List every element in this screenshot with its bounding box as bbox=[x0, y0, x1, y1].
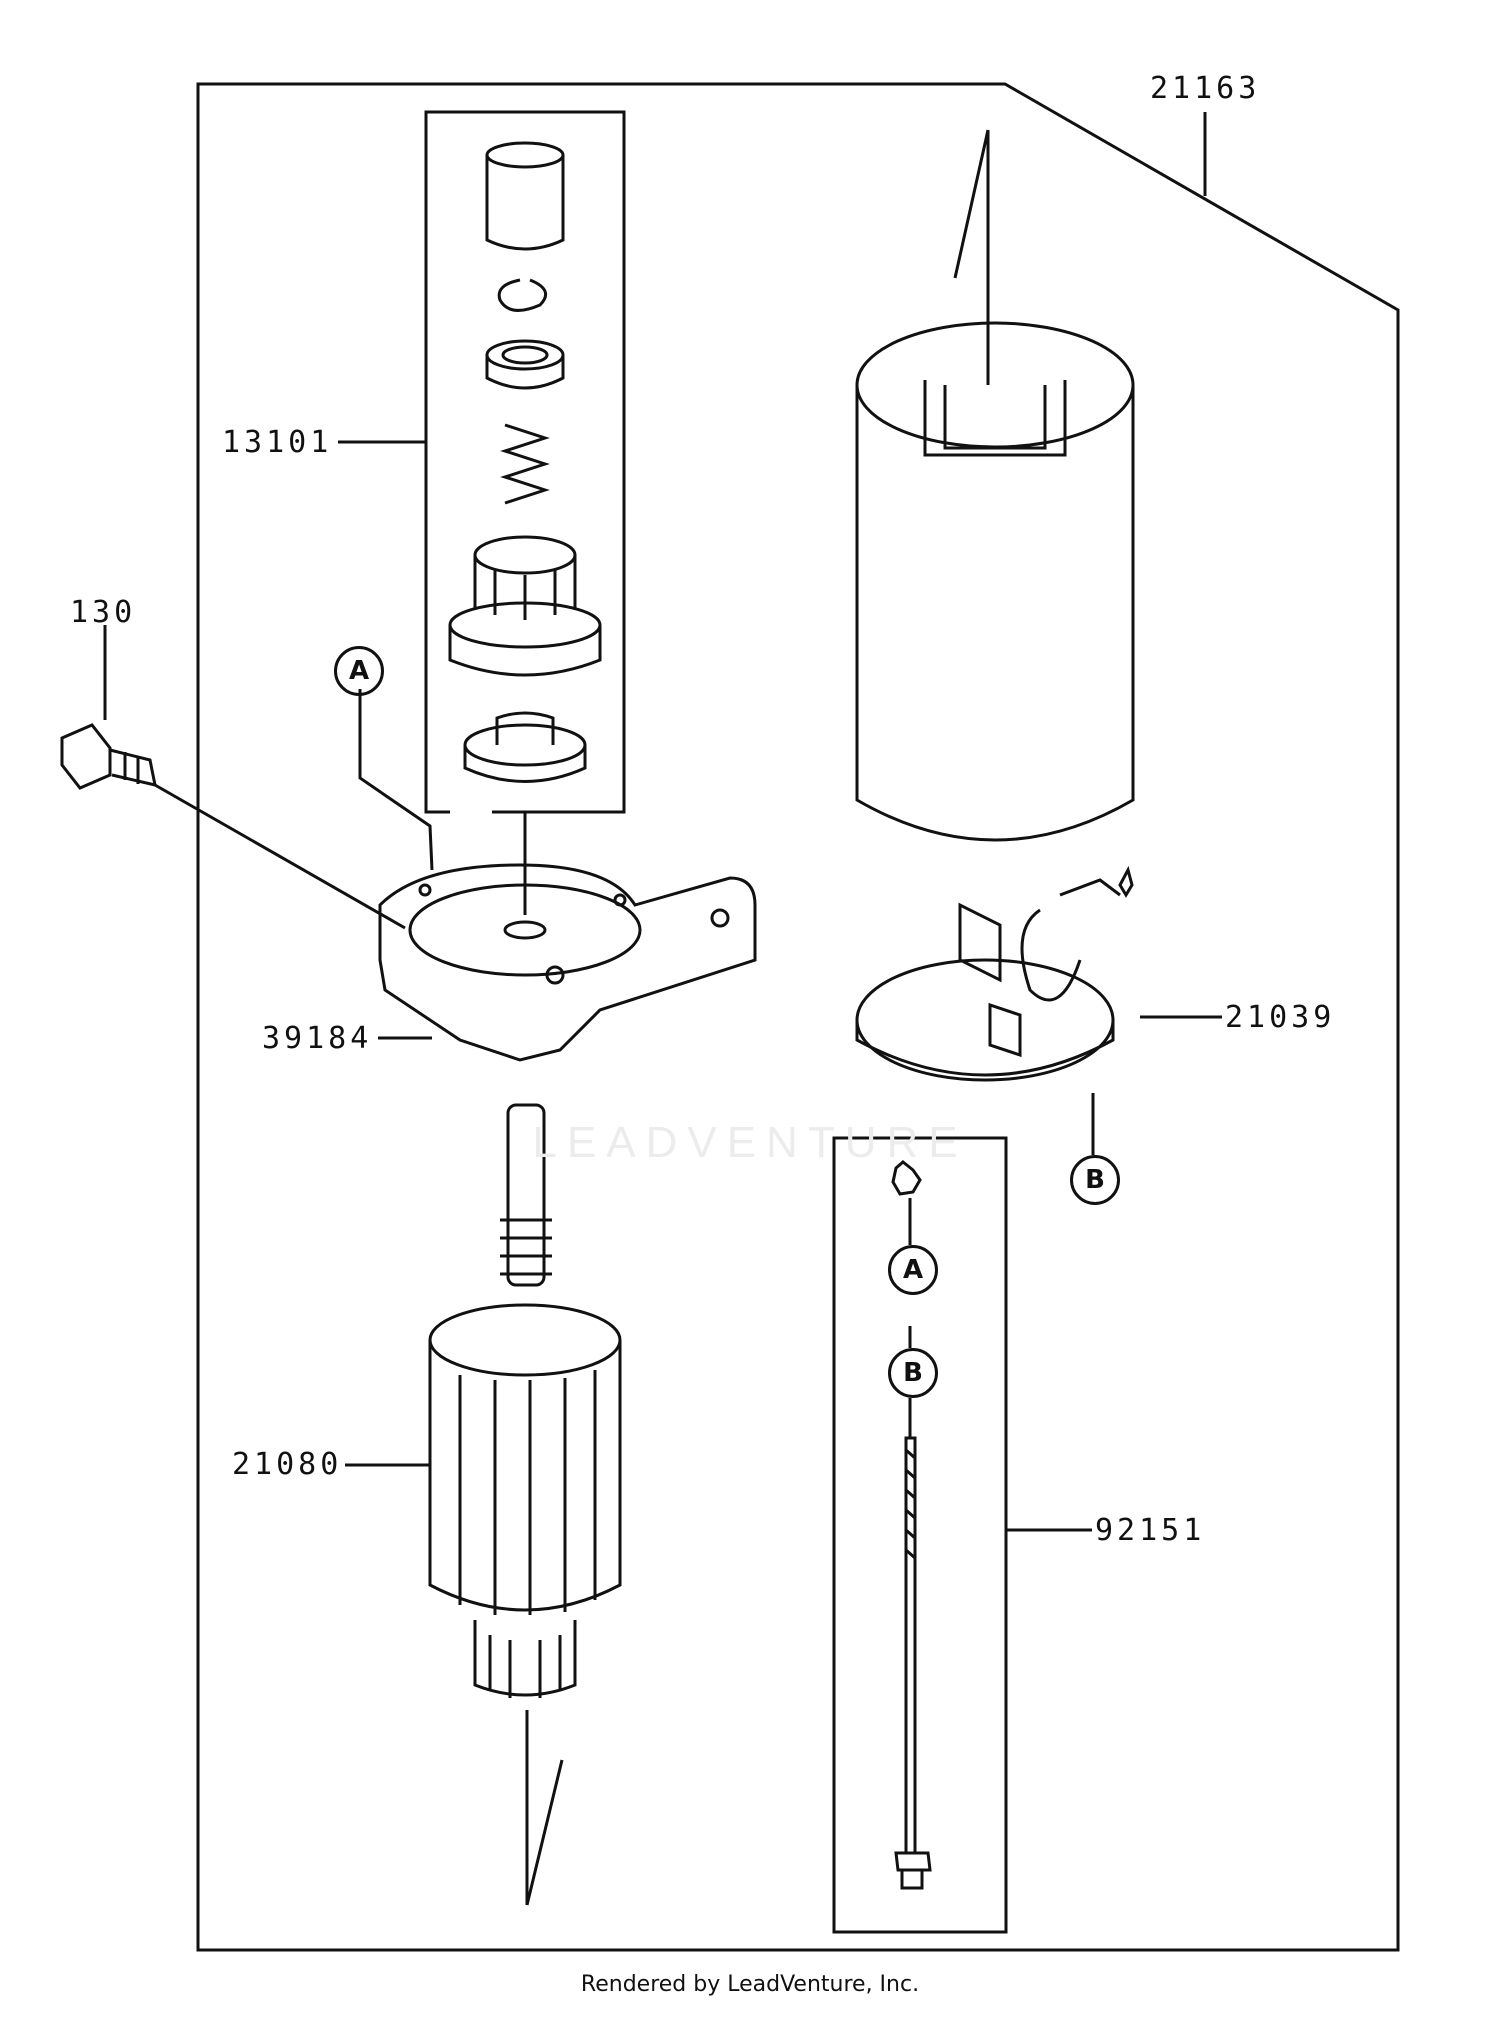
part-number-92151[interactable]: 92151 bbox=[1095, 1513, 1206, 1548]
drive-end-bracket bbox=[378, 863, 757, 1062]
callout-a-top[interactable]: A bbox=[334, 646, 384, 696]
callout-a-bolt[interactable]: A bbox=[888, 1245, 938, 1295]
callout-a-bolt-label: A bbox=[902, 1255, 924, 1285]
part-number-21163[interactable]: 21163 bbox=[1150, 71, 1261, 106]
stop-collar bbox=[485, 339, 565, 390]
callout-a-top-label: A bbox=[348, 656, 370, 686]
part-number-21080[interactable]: 21080 bbox=[232, 1447, 343, 1482]
armature bbox=[428, 1103, 622, 1906]
part-number-13101[interactable]: 13101 bbox=[222, 425, 333, 460]
callout-b-top-label: B bbox=[1085, 1165, 1105, 1195]
bearing-plate bbox=[463, 711, 587, 783]
pinion-spring bbox=[500, 423, 550, 505]
footer-credit: Rendered by LeadVenture, Inc. bbox=[580, 1972, 920, 1997]
watermark: LEADVENTURE bbox=[532, 1118, 968, 1167]
part-number-39184[interactable]: 39184 bbox=[262, 1021, 373, 1056]
through-bolt bbox=[891, 1160, 932, 1890]
frame-outline bbox=[196, 82, 1400, 1952]
bracket-13101 bbox=[424, 110, 626, 814]
pinion-gear bbox=[448, 535, 602, 677]
snap-ring bbox=[497, 278, 548, 312]
pinion-cap bbox=[485, 141, 565, 251]
bracket-92151 bbox=[832, 1136, 1008, 1934]
part-number-130[interactable]: 130 bbox=[70, 595, 137, 630]
callout-b-bolt-label: B bbox=[903, 1358, 923, 1388]
yoke-housing bbox=[855, 129, 1135, 842]
brush-holder bbox=[855, 865, 1134, 1082]
bolt-130 bbox=[60, 723, 157, 790]
part-number-21039[interactable]: 21039 bbox=[1225, 1000, 1336, 1035]
callout-b-bolt[interactable]: B bbox=[888, 1348, 938, 1398]
callout-b-top[interactable]: B bbox=[1070, 1155, 1120, 1205]
